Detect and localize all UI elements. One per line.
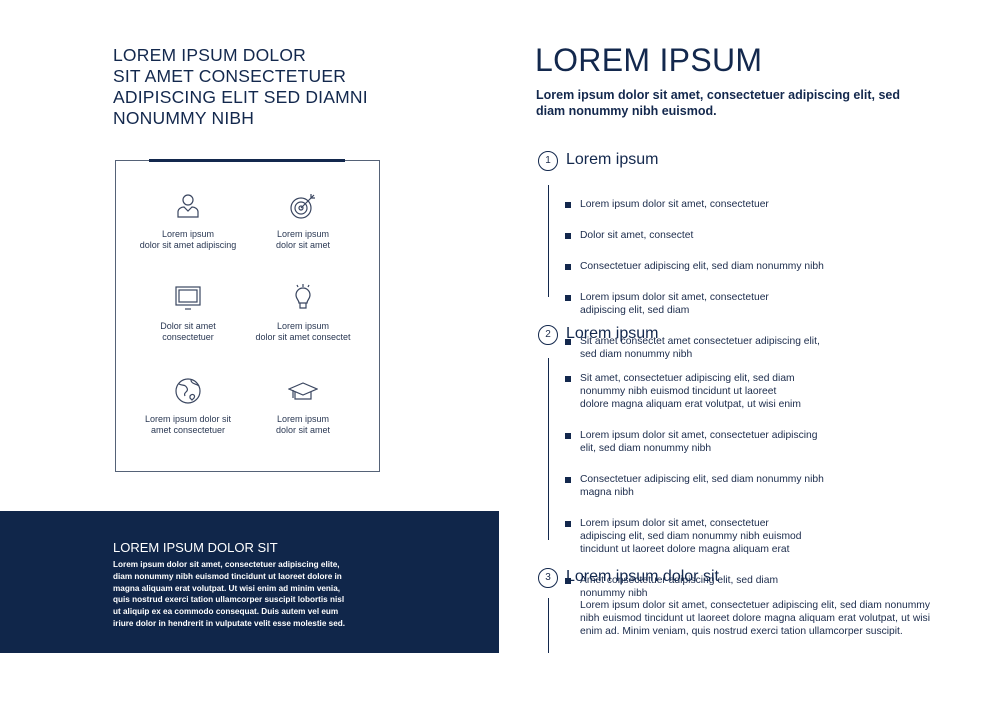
section-list: Lorem ipsum dolor sit amet, consectetuer… <box>565 185 865 379</box>
page-title: LOREM IPSUM <box>535 42 763 78</box>
feature-label: Dolor sit amet consectetuer <box>160 321 216 342</box>
feature-label: Lorem ipsum dolor sit amet consectet <box>255 321 351 342</box>
feature-label: Lorem ipsum dolor sit amet <box>275 414 331 435</box>
section-line <box>548 598 549 653</box>
panel-heading: LOREM IPSUM DOLOR SIT <box>113 540 278 555</box>
left-title: LOREM IPSUM DOLOR SIT AMET CONSECTETUER … <box>113 45 368 128</box>
feature-monitor: Dolor sit amet consectetuer <box>118 283 258 343</box>
section-heading: Lorem ipsum dolor sit <box>566 568 719 585</box>
list-item: Lorem ipsum dolor sit amet, consectetuer… <box>565 429 865 455</box>
features-box: Lorem ipsum dolor sit amet adipiscing Lo… <box>115 160 380 472</box>
feature-user: Lorem ipsum dolor sit amet adipiscing <box>118 191 258 251</box>
list-item: Dolor sit amet, consectet <box>565 229 865 242</box>
section-heading: Lorem ipsum <box>566 325 659 342</box>
section-line <box>548 185 549 297</box>
feature-label: Lorem ipsum dolor sit amet consectetuer <box>144 414 232 435</box>
graduation-cap-icon <box>288 382 318 400</box>
page-subtitle: Lorem ipsum dolor sit amet, consectetuer… <box>536 88 900 118</box>
feature-label: Lorem ipsum dolor sit amet adipiscing <box>139 229 237 250</box>
list-item: Sit amet consectet amet consectetuer adi… <box>565 335 865 361</box>
list-item: Consectetuer adipiscing elit, sed diam n… <box>565 473 865 499</box>
section-number: 3 <box>538 568 558 588</box>
globe-icon <box>175 378 201 404</box>
list-item: Lorem ipsum dolor sit amet, consectetuer <box>565 198 865 211</box>
monitor-icon <box>175 286 201 310</box>
section-number: 2 <box>538 325 558 345</box>
feature-lightbulb: Lorem ipsum dolor sit amet consectet <box>233 283 373 343</box>
section-heading: Lorem ipsum <box>566 151 659 168</box>
lightbulb-icon <box>295 284 311 309</box>
list-item: Sit amet, consectetuer adipiscing elit, … <box>565 372 865 411</box>
user-icon <box>177 194 199 218</box>
list-item: Amet consectetuer adipiscing elit, sed d… <box>565 574 865 600</box>
section-paragraph: Lorem ipsum dolor sit amet, consectetuer… <box>580 600 930 637</box>
list-item: Lorem ipsum dolor sit amet, consectetuer… <box>565 291 865 317</box>
list-item: Consectetuer adipiscing elit, sed diam n… <box>565 260 865 273</box>
feature-globe: Lorem ipsum dolor sit amet consectetuer <box>118 376 258 436</box>
section-list: Sit amet, consectetuer adipiscing elit, … <box>565 359 865 618</box>
feature-target: Lorem ipsum dolor sit amet <box>233 191 373 251</box>
list-item: Lorem ipsum dolor sit amet, consectetuer… <box>565 517 865 556</box>
info-panel <box>0 511 499 653</box>
section-line <box>548 358 549 540</box>
feature-label: Lorem ipsum dolor sit amet <box>275 229 331 250</box>
feature-graduation: Lorem ipsum dolor sit amet <box>233 376 373 436</box>
target-icon <box>290 194 315 219</box>
section-number: 1 <box>538 151 558 171</box>
box-accent-bar <box>149 159 345 162</box>
panel-text: Lorem ipsum dolor sit amet, consectetuer… <box>113 560 346 628</box>
